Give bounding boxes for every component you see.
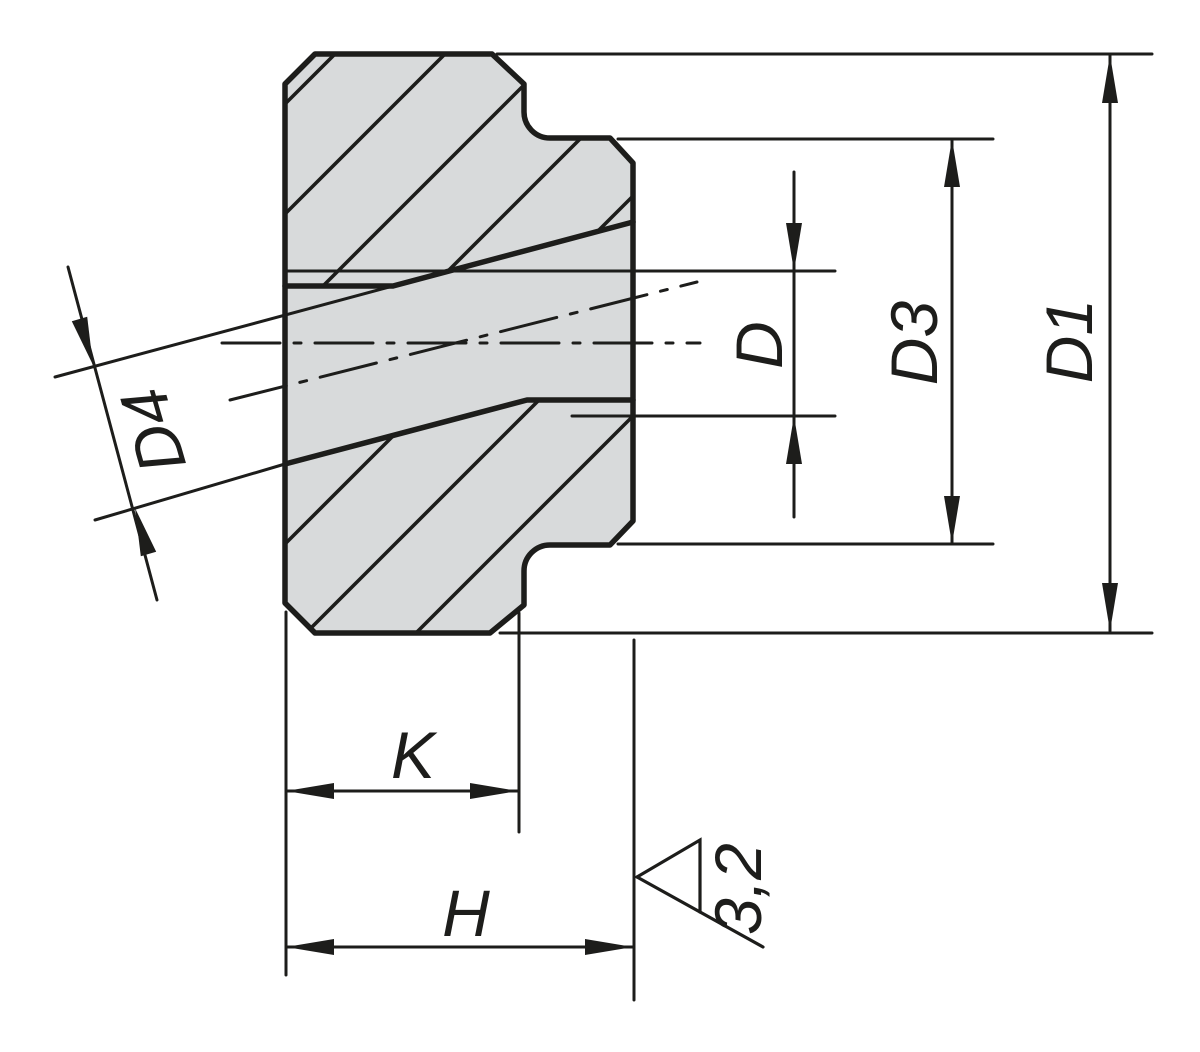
- extension-lines: [53, 52, 1154, 1002]
- taper-axis-line: [228, 280, 699, 402]
- center-lines: [220, 280, 702, 402]
- surface-finish-symbol: [635, 837, 765, 949]
- dim-label-k: K: [391, 718, 438, 792]
- bore-edges: [282, 219, 636, 467]
- dim-label-d1: D1: [1032, 299, 1106, 383]
- dim-label-h: H: [442, 876, 490, 950]
- surface-roughness-value: 3,2: [701, 843, 775, 935]
- dimension-arrowheads: [71, 55, 1118, 955]
- dim-label-d: D: [722, 321, 796, 369]
- part-outline: [282, 51, 636, 636]
- dim-label-d3: D3: [877, 301, 951, 386]
- dim-label-d4: D4: [106, 380, 200, 482]
